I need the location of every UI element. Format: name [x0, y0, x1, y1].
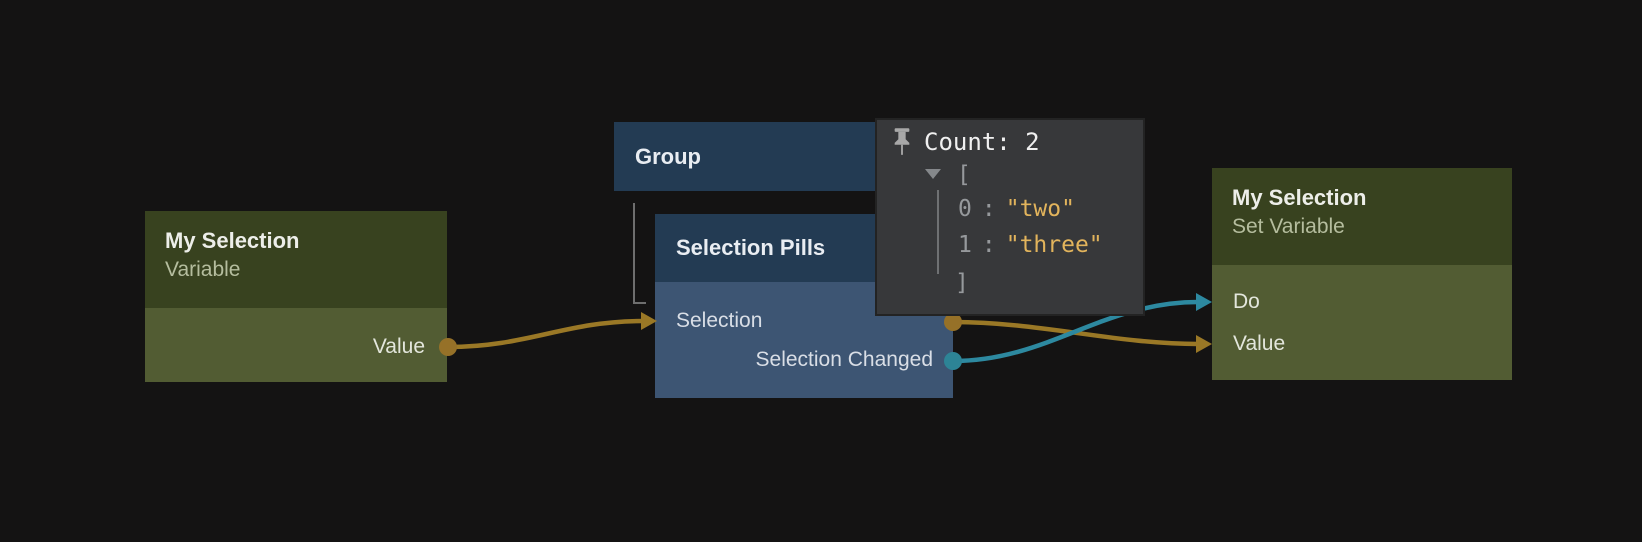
node-subtitle: Set Variable — [1232, 215, 1345, 238]
node-title: Selection Pills — [676, 235, 826, 260]
collapse-triangle-icon[interactable] — [925, 169, 941, 179]
port-label-do-input: Do — [1233, 290, 1260, 313]
inspector-bracket-open: [ — [957, 162, 971, 188]
node-group[interactable]: Group — [614, 122, 876, 191]
inspector-item-row: 0 : "two" — [958, 196, 1075, 222]
node-set-variable-header[interactable]: My Selection Set Variable — [1212, 168, 1512, 265]
node-title: My Selection — [1232, 185, 1367, 210]
item-separator: : — [981, 196, 996, 222]
wire-selection-changed-to-do[interactable] — [950, 299, 1201, 364]
port-label-selection-changed-output: Selection Changed — [755, 348, 933, 371]
port-label-value-input: Value — [1233, 332, 1286, 355]
node-variable[interactable]: My Selection Variable Value — [145, 211, 447, 382]
pushpin-icon[interactable] — [891, 128, 913, 156]
node-variable-header[interactable]: My Selection Variable — [145, 211, 447, 308]
port-label-selection-input: Selection — [676, 309, 763, 332]
pinned-value-inspector[interactable]: Count: 2 [ 0 : "two" 1 : "three" ] — [875, 118, 1145, 316]
wire-value-to-selection[interactable] — [445, 318, 646, 350]
item-separator: : — [981, 232, 996, 258]
inspector-count-label: Count: 2 — [924, 128, 1040, 156]
item-index: 0 — [958, 196, 972, 222]
node-title: My Selection — [165, 228, 300, 253]
node-variable-body: Value — [145, 308, 447, 382]
node-set-variable-body: Do Value — [1212, 265, 1512, 380]
node-set-variable[interactable]: My Selection Set Variable Do Value — [1212, 168, 1512, 380]
port-dot-selection-changed-output[interactable] — [944, 352, 962, 370]
arrowhead-value-input — [1196, 335, 1212, 353]
node-title: Group — [635, 143, 701, 169]
inspector-item-row: 1 : "three" — [958, 232, 1103, 258]
item-value: "two" — [1005, 196, 1075, 222]
port-dot-variable-value-output[interactable] — [439, 338, 457, 356]
item-value: "three" — [1005, 232, 1103, 258]
port-dot-selection-output[interactable] — [944, 313, 962, 331]
inspector-count-row: Count: 2 — [891, 128, 1040, 156]
node-subtitle: Variable — [165, 258, 241, 281]
item-index: 1 — [958, 232, 972, 258]
port-label-value-output: Value — [372, 335, 425, 358]
arrowhead-do-input — [1196, 293, 1212, 311]
node-group-header[interactable]: Group — [614, 122, 876, 191]
inspector-indent-guide — [937, 190, 939, 274]
inspector-bracket-close: ] — [955, 270, 969, 296]
group-child-connector — [633, 203, 646, 304]
arrowhead-selection-input — [641, 312, 657, 330]
